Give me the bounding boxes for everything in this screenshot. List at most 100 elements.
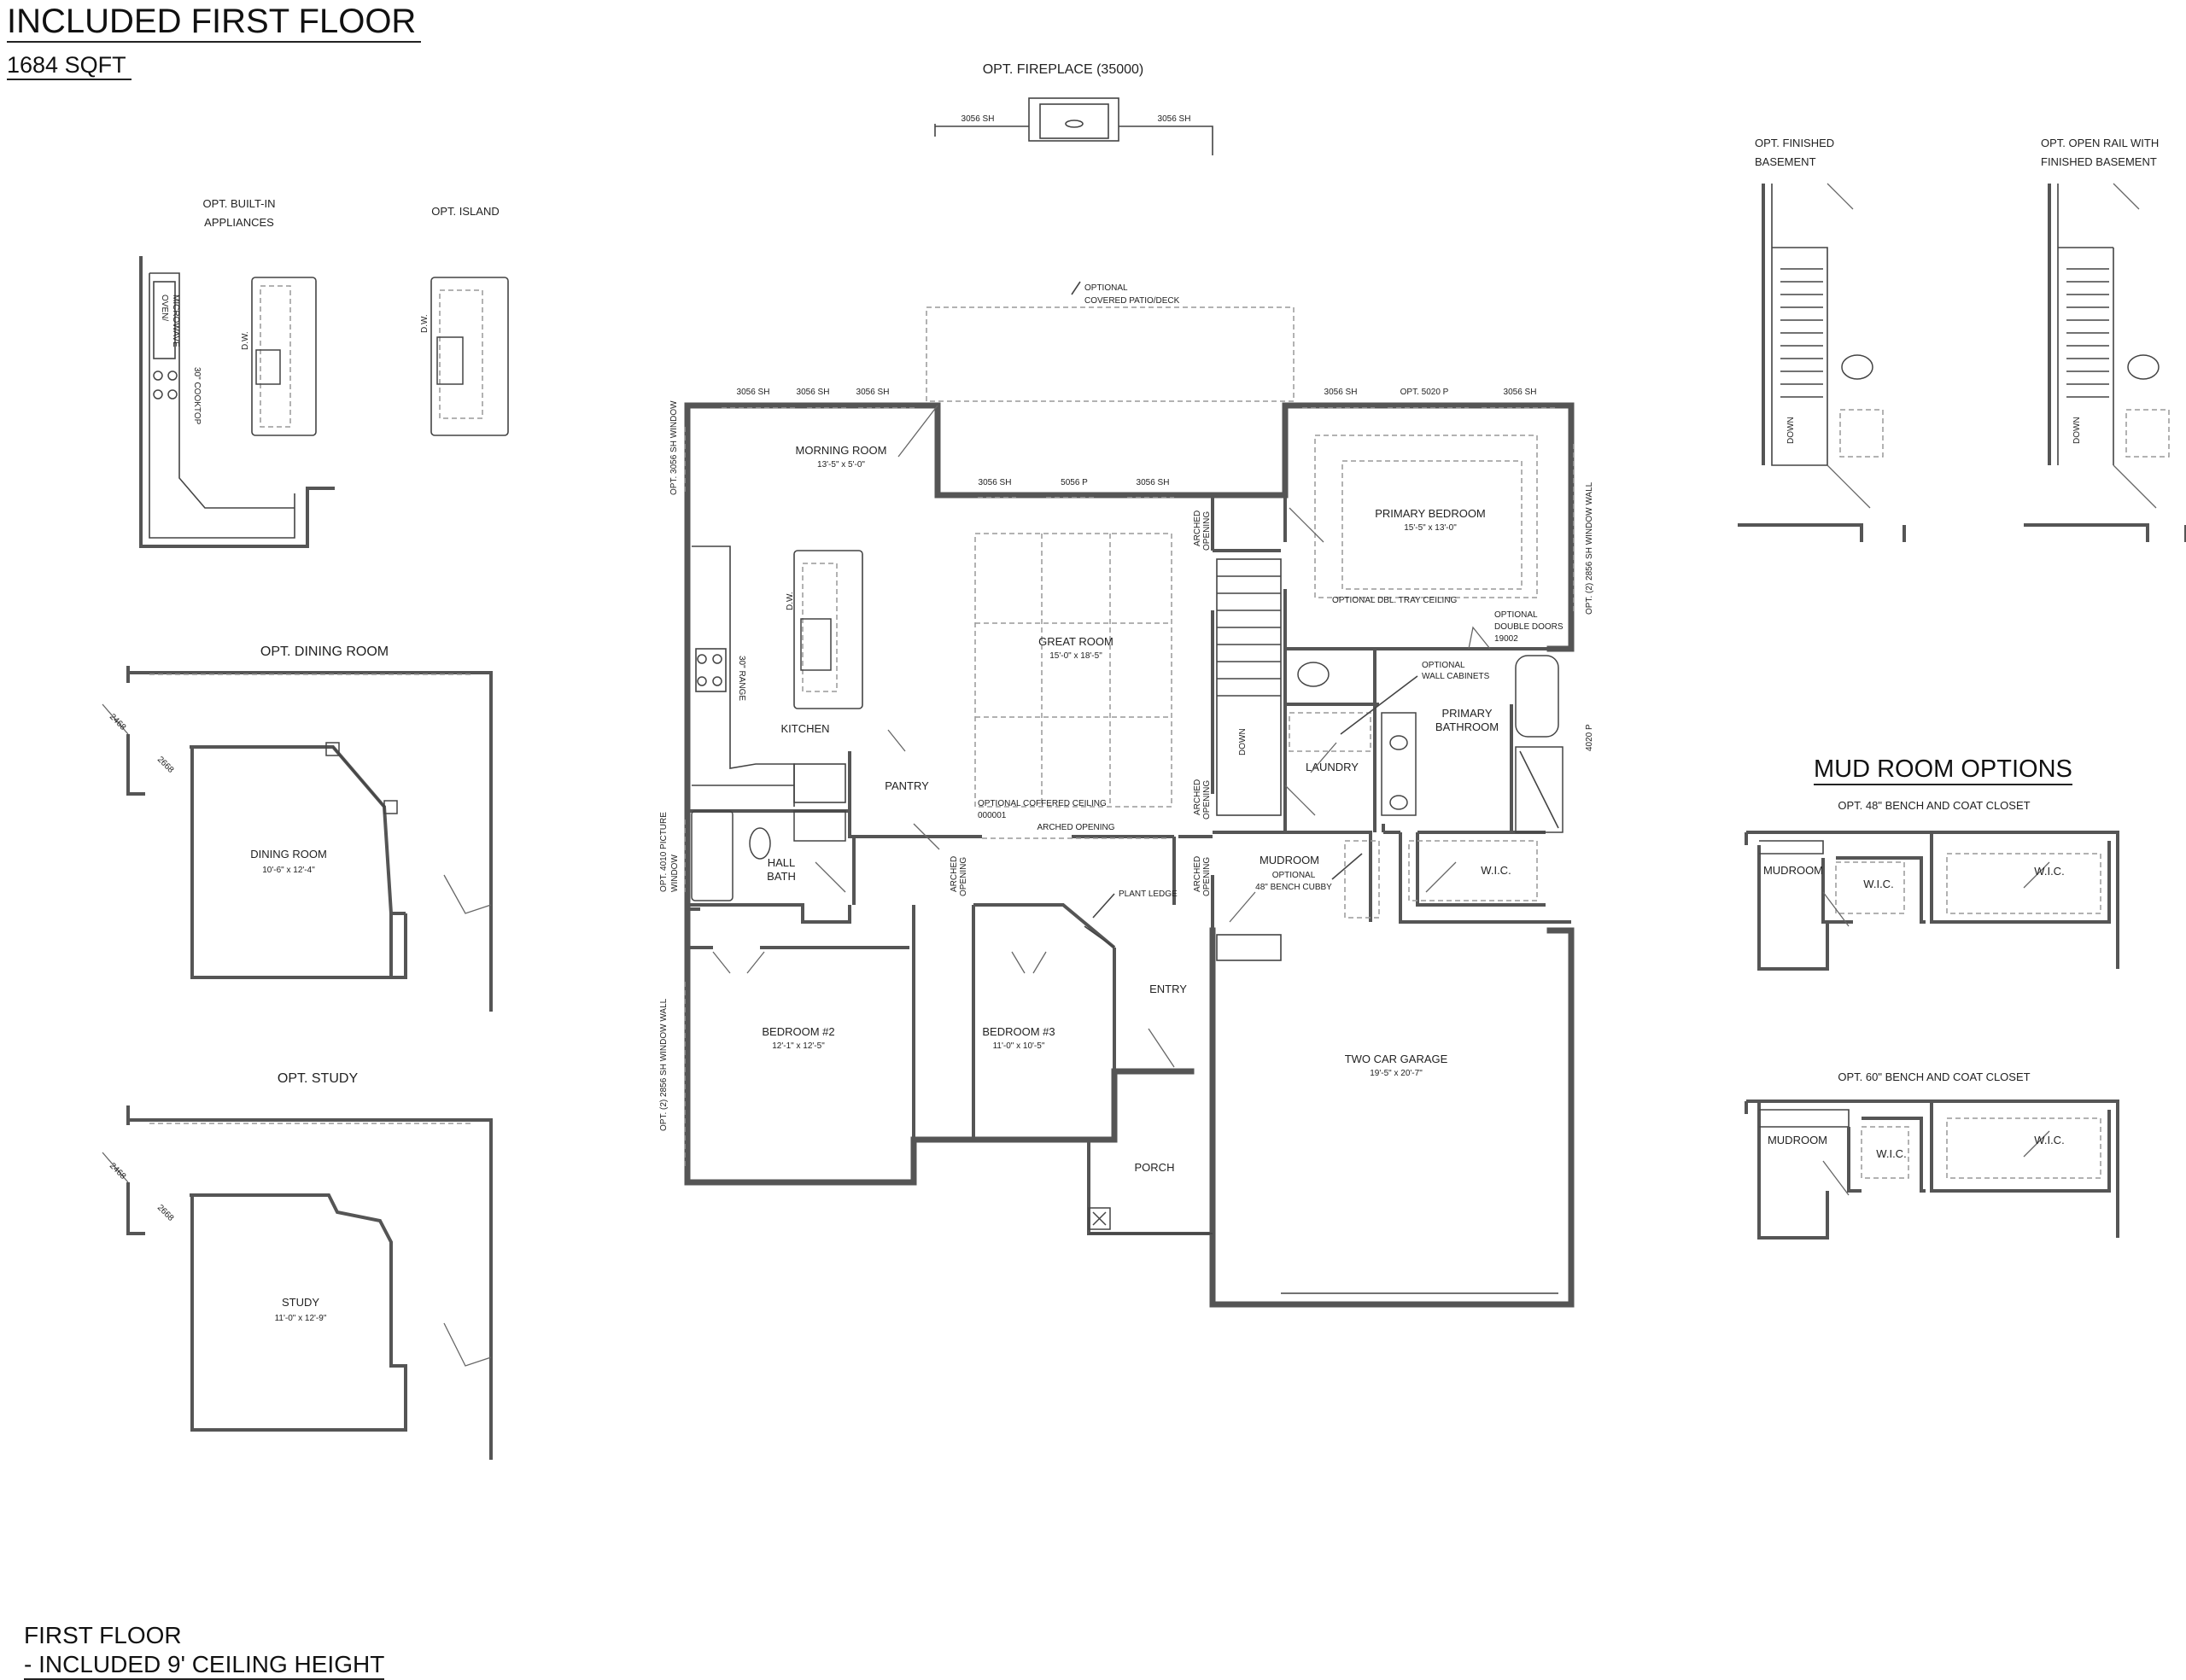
open-rail-option: OPT. OPEN RAIL WITH FINISHED BASEMENT DO…: [2024, 137, 2186, 542]
primary-bath-2: BATHROOM: [1435, 720, 1499, 733]
arched-1-b: OPENING: [1202, 511, 1212, 551]
finished-basement-caption-1: OPT. FINISHED: [1755, 137, 1834, 149]
wic-60-left: W.I.C.: [1876, 1147, 1906, 1160]
finished-basement-option: OPT. FINISHED BASEMENT DOWN: [1738, 137, 1906, 542]
primary-bath-1: PRIMARY: [1442, 707, 1493, 720]
arched-2-a: ARCHED: [1193, 779, 1202, 815]
bench-cubby-1: OPTIONAL: [1272, 871, 1316, 880]
window-great-door: 5056 P: [1061, 478, 1088, 487]
island-caption: OPT. ISLAND: [431, 205, 499, 218]
arched-4-a: ARCHED: [950, 856, 959, 892]
porch-name: PORCH: [1135, 1161, 1175, 1174]
dining-room-name: DINING ROOM: [250, 848, 327, 860]
wic-48-left: W.I.C.: [1863, 878, 1893, 890]
mudroom-main: MUDROOM: [1260, 854, 1319, 866]
mud-room-options-heading: MUD ROOM OPTIONS: [1814, 755, 2072, 785]
fireplace-option: OPT. FIREPLACE (35000) 3056 SH 3056 SH: [934, 62, 1213, 155]
coffered-ceiling-note: OPTIONAL COFFERED CEILING: [978, 799, 1107, 808]
square-footage: 1684 SQFT: [7, 51, 132, 80]
window-morning-1: 3056 SH: [737, 388, 770, 397]
window-4020-p: 4020 P: [1585, 724, 1594, 751]
opt-2856-window-wall-bedroom: OPT. (2) 2856 SH WINDOW WALL: [659, 998, 669, 1131]
opt-4010-picture-2: WINDOW: [670, 855, 680, 892]
laundry-name: LAUNDRY: [1306, 761, 1359, 773]
mud-room-60-option: OPT. 60" BENCH AND COAT CLOSET MUDROOM W…: [1745, 1070, 2119, 1240]
arched-3-a: ARCHED: [1193, 856, 1202, 892]
bench-60-caption: OPT. 60" BENCH AND COAT CLOSET: [1838, 1070, 2030, 1083]
fireplace-caption: OPT. FIREPLACE (35000): [983, 62, 1144, 77]
wic-main: W.I.C.: [1481, 864, 1511, 877]
arched-1-a: ARCHED: [1193, 510, 1202, 546]
garage-name: TWO CAR GARAGE: [1345, 1053, 1448, 1065]
built-in-appliances-option: OPT. BUILT-IN APPLIANCES OVEN/ MICROWAVE…: [139, 197, 335, 548]
window-great-2: 3056 SH: [1137, 478, 1170, 487]
open-rail-caption-1: OPT. OPEN RAIL WITH: [2041, 137, 2159, 149]
bedroom3-size: 11'-0" x 10'-5": [993, 1041, 1045, 1051]
arched-4-b: OPENING: [959, 857, 968, 896]
mudroom-48-label: MUDROOM: [1763, 864, 1823, 877]
kitchen-dw-label: D.W.: [786, 592, 795, 610]
window-primary-1: 3056 SH: [1324, 388, 1358, 397]
window-primary-2: 3056 SH: [1504, 388, 1537, 397]
opt-4010-picture-1: OPT. 4010 PICTURE: [659, 812, 669, 892]
dining-room-size: 10'-6" x 12'-4": [262, 866, 315, 875]
bedroom3-name: BEDROOM #3: [982, 1025, 1055, 1038]
study-door-2668: 2668: [155, 1203, 176, 1223]
patio-note-2: COVERED PATIO/DECK: [1084, 296, 1180, 306]
window-morning-3: 3056 SH: [856, 388, 890, 397]
open-rail-caption-2: FINISHED BASEMENT: [2041, 155, 2157, 168]
built-in-dw-label: D.W.: [241, 331, 250, 350]
finished-basement-caption-2: BASEMENT: [1755, 155, 1816, 168]
page-title: INCLUDED FIRST FLOOR: [7, 2, 422, 43]
bedroom2-size: 12'-1" x 12'-5": [772, 1041, 825, 1051]
morning-room-size: 13'-5" x 5'-0": [817, 460, 865, 470]
double-doors-2: DOUBLE DOORS: [1494, 622, 1564, 632]
bench-48-caption: OPT. 48" BENCH AND COAT CLOSET: [1838, 799, 2030, 812]
morning-room-name: MORNING ROOM: [796, 444, 887, 457]
tray-ceiling-note: OPTIONAL DBL. TRAY CEILING: [1332, 596, 1458, 605]
fireplace-window-left: 3056 SH: [961, 114, 995, 124]
finished-basement-down: DOWN: [1786, 417, 1796, 444]
window-primary-door: OPT. 5020 P: [1400, 388, 1449, 397]
wall-cabinets-2: WALL CABINETS: [1422, 672, 1490, 681]
open-rail-down: DOWN: [2072, 417, 2082, 444]
range-label: 30" RANGE: [737, 656, 746, 701]
pantry-name: PANTRY: [885, 779, 929, 792]
dining-room-option: OPT. DINING ROOM DINING ROOM 10'-6" x 12…: [102, 645, 493, 1012]
fireplace-window-right: 3056 SH: [1158, 114, 1191, 124]
dining-option-caption: OPT. DINING ROOM: [260, 645, 389, 659]
double-doors-1: OPTIONAL: [1494, 610, 1538, 620]
kitchen-name: KITCHEN: [780, 722, 829, 735]
built-in-caption-1: OPT. BUILT-IN: [203, 197, 276, 210]
mudroom-60-label: MUDROOM: [1768, 1134, 1827, 1146]
study-name: STUDY: [282, 1296, 319, 1309]
mud-room-48-option: OPT. 48" BENCH AND COAT CLOSET MUDROOM W…: [1745, 799, 2119, 971]
island-option: OPT. ISLAND D.W.: [420, 205, 509, 436]
patio-note-1: OPTIONAL: [1084, 283, 1128, 293]
window-great-1: 3056 SH: [979, 478, 1012, 487]
built-in-caption-2: APPLIANCES: [204, 216, 274, 229]
hall-bath-2: BATH: [767, 870, 796, 883]
main-floor-plan: OPTIONAL COVERED PATIO/DECK 3056 SH 3056…: [659, 281, 1594, 1308]
study-option: OPT. STUDY STUDY 11'-0" x 12'-9" 2468 26…: [102, 1071, 493, 1460]
bench-cubby-2: 48" BENCH CUBBY: [1255, 883, 1332, 892]
footer-first-floor: FIRST FLOOR: [24, 1622, 182, 1648]
study-option-caption: OPT. STUDY: [278, 1071, 359, 1086]
coffered-ceiling-code: 000001: [978, 811, 1007, 820]
double-doors-3: 19002: [1494, 634, 1518, 644]
window-morning-2: 3056 SH: [797, 388, 830, 397]
wic-60-right: W.I.C.: [2034, 1134, 2064, 1146]
arched-opening-great: ARCHED OPENING: [1037, 823, 1114, 832]
stairs-down: DOWN: [1238, 728, 1248, 755]
great-room-size: 15'-0" x 18'-5": [1049, 651, 1102, 661]
garage-size: 19'-5" x 20'-7": [1370, 1069, 1423, 1078]
cooktop-label: 30" COOKTOP: [192, 367, 202, 425]
arched-3-b: OPENING: [1202, 857, 1212, 896]
wic-48-right: W.I.C.: [2034, 865, 2064, 878]
study-size: 11'-0" x 12'-9": [275, 1314, 327, 1323]
primary-bedroom-name: PRIMARY BEDROOM: [1375, 507, 1486, 520]
island-dw-label: D.W.: [420, 314, 430, 333]
great-room-name: GREAT ROOM: [1038, 635, 1113, 648]
arched-2-b: OPENING: [1202, 780, 1212, 820]
dining-door-2668: 2668: [155, 755, 176, 775]
